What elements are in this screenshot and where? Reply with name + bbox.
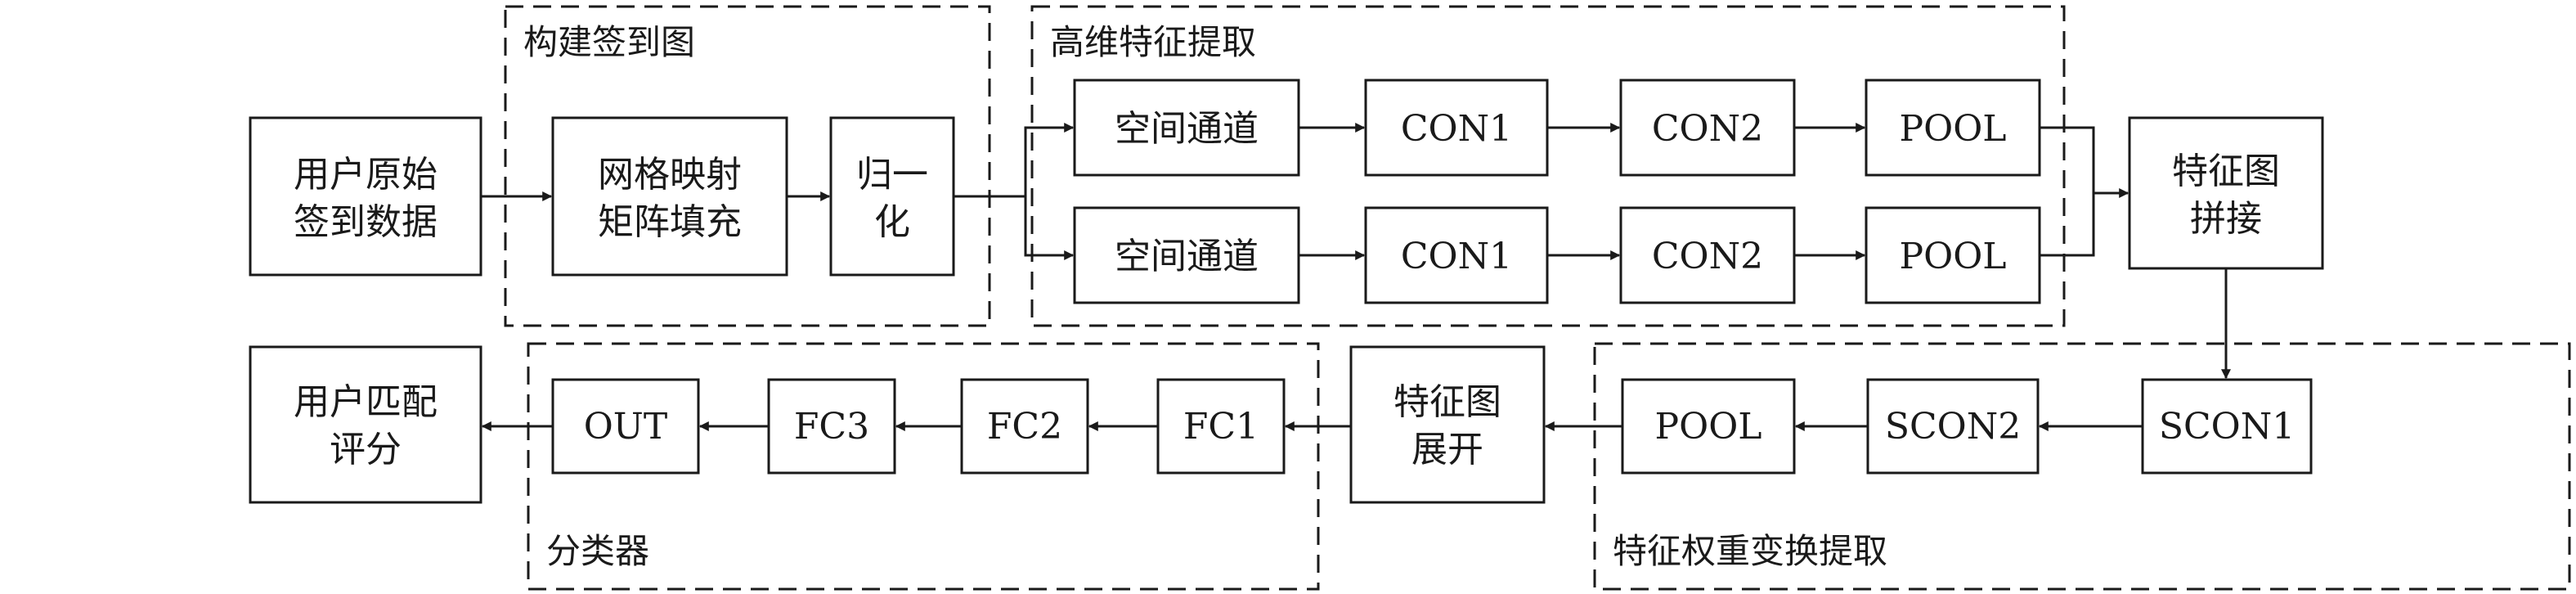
node-fc2: FC2 <box>960 378 1089 475</box>
group-weight-transform: 特征权重变换提取 <box>1593 342 2571 591</box>
pool3-label: POOL <box>1655 406 1762 448</box>
node-raw-line1: 用户原始 <box>294 154 438 196</box>
row1-con1-label: CON1 <box>1401 108 1512 150</box>
scon2-label: SCON2 <box>1885 406 2021 448</box>
concat-line2: 拼接 <box>2190 198 2262 240</box>
out-label: OUT <box>584 406 668 448</box>
node-scon1: SCON1 <box>2141 378 2313 475</box>
arrow-split-to-row1 <box>1024 123 1075 196</box>
node-row2-con2: CON2 <box>1619 206 1796 304</box>
fc3-label: FC3 <box>794 406 869 448</box>
node-norm-line2: 化 <box>874 201 910 243</box>
row1-con2-label: CON2 <box>1652 108 1763 150</box>
group-classifier-label: 分类器 <box>546 531 649 571</box>
node-scon2: SCON2 <box>1866 378 2040 475</box>
node-raw-line2: 签到数据 <box>294 201 438 243</box>
node-normalize: 归一 化 <box>829 116 955 277</box>
line-merge <box>2040 126 2095 257</box>
node-row2-spatial-channel: 空间通道 <box>1073 206 1300 304</box>
group-feature-extraction: 高维特征提取 <box>1030 5 2066 327</box>
score-line2: 评分 <box>330 429 402 470</box>
node-raw-checkin-data: 用户原始 签到数据 <box>249 116 482 277</box>
node-feature-expand: 特征图 展开 <box>1349 345 1546 504</box>
row1-pool-label: POOL <box>1900 108 2007 150</box>
group-build-label: 构建签到图 <box>523 22 695 62</box>
node-row1-pool: POOL <box>1865 79 2041 177</box>
group-classifier: 分类器 <box>527 342 1320 591</box>
node-grid-line1: 网格映射 <box>598 154 742 196</box>
row2-spatial-label: 空间通道 <box>1115 236 1259 277</box>
group-build-checkin-map: 构建签到图 <box>504 5 991 327</box>
expand-line1: 特征图 <box>1393 381 1501 423</box>
fc1-label: FC1 <box>1183 406 1259 448</box>
node-row1-con2: CON2 <box>1619 79 1796 177</box>
row2-pool-label: POOL <box>1900 236 2007 277</box>
row2-con1-label: CON1 <box>1401 236 1512 277</box>
fc2-label: FC2 <box>987 406 1062 448</box>
group-reweight-label: 特征权重变换提取 <box>1613 531 1887 571</box>
node-pool-reweight: POOL <box>1621 378 1796 475</box>
node-row2-con1: CON1 <box>1364 206 1549 304</box>
node-fc3: FC3 <box>767 378 896 475</box>
group-feature-label: 高维特征提取 <box>1050 22 1256 62</box>
concat-line1: 特征图 <box>2172 151 2280 192</box>
node-row1-con1: CON1 <box>1364 79 1549 177</box>
node-grid-line2: 矩阵填充 <box>598 201 742 243</box>
node-row1-spatial-channel: 空间通道 <box>1073 79 1300 177</box>
row2-con2-label: CON2 <box>1652 236 1763 277</box>
node-feature-concat: 特征图 拼接 <box>2128 116 2324 270</box>
node-fc1: FC1 <box>1156 378 1286 475</box>
node-grid-mapping: 网格映射 矩阵填充 <box>551 116 788 277</box>
score-line1: 用户匹配 <box>294 381 438 423</box>
node-row2-pool: POOL <box>1865 206 2041 304</box>
connectors <box>481 123 2231 431</box>
expand-line2: 展开 <box>1411 429 1483 470</box>
node-norm-line1: 归一 <box>856 154 928 196</box>
node-out: OUT <box>551 378 700 475</box>
row1-spatial-label: 空间通道 <box>1115 108 1259 150</box>
arrow-split-to-row2 <box>1024 196 1075 260</box>
node-user-match-score: 用户匹配 评分 <box>249 345 482 504</box>
scon1-label: SCON1 <box>2159 406 2295 448</box>
